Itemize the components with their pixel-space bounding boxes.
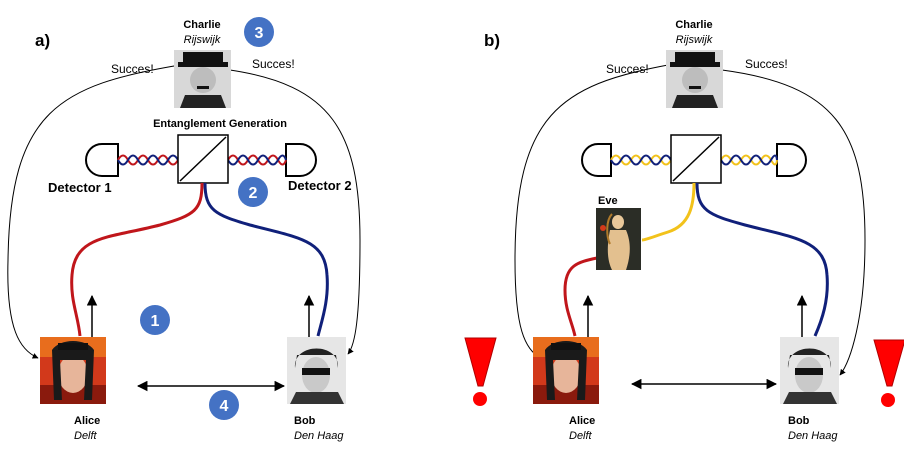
success-label-left: Succes! <box>111 62 154 76</box>
success-arrow-to-alice <box>7 64 181 359</box>
b-alice-portrait <box>533 337 599 404</box>
eve-portrait <box>596 208 641 270</box>
beam-splitter <box>177 134 229 184</box>
step-badge-3: 3 <box>244 17 274 47</box>
b-charlie-place: Rijswijk <box>676 34 713 46</box>
b-fiber-yellow-to-eve <box>641 182 696 242</box>
step-number-4: 4 <box>220 398 229 415</box>
entanglement-label: Entanglement Generation <box>153 118 287 130</box>
step-number-2: 2 <box>249 185 258 202</box>
b-success-label-right: Succes! <box>745 57 788 71</box>
panel-b: b) Succes! Succes! Charlie Rijswijk <box>464 19 904 442</box>
alice-place: Delft <box>74 430 98 442</box>
b-alice-name: Alice <box>569 415 595 427</box>
panel-a-label: a) <box>35 31 50 50</box>
step-badge-2: 2 <box>238 177 268 207</box>
panel-a: a) Succes! Succes! Charlie Rijswijk 3 En… <box>7 17 361 442</box>
b-fiber-blue-to-bob <box>695 182 829 337</box>
b-bob-name: Bob <box>788 415 810 427</box>
detector-2-label: Detector 2 <box>288 178 352 193</box>
charlie-portrait <box>174 50 231 108</box>
wave-right-blue <box>227 154 287 166</box>
success-label-right: Succes! <box>252 57 295 71</box>
charlie-name: Charlie <box>183 19 220 31</box>
b-charlie-portrait <box>666 50 723 108</box>
alice-portrait <box>40 337 106 404</box>
b-bob-portrait <box>780 337 839 404</box>
b-detector-1-shape <box>581 143 612 177</box>
b-success-label-left: Succes! <box>606 62 649 76</box>
charlie-place: Rijswijk <box>184 34 221 46</box>
fiber-blue-to-bob <box>203 182 329 337</box>
panel-b-label: b) <box>484 31 500 50</box>
b-success-arrow-to-bob <box>721 69 866 376</box>
fiber-red-to-alice <box>70 182 204 337</box>
b-charlie-name: Charlie <box>675 19 712 31</box>
detector-2-shape <box>285 143 317 177</box>
alice-name: Alice <box>74 415 100 427</box>
step-badge-1: 1 <box>140 305 170 335</box>
warning-icon-alice <box>464 337 497 406</box>
b-bob-place: Den Haag <box>788 430 838 442</box>
b-wave-right-blue <box>720 154 778 166</box>
wave-left-blue <box>117 154 179 166</box>
success-arrow-to-bob <box>229 69 361 355</box>
step-number-1: 1 <box>151 313 160 330</box>
eve-name: Eve <box>598 195 618 207</box>
detector-1-label: Detector 1 <box>48 180 112 195</box>
step-number-3: 3 <box>255 25 264 42</box>
b-fiber-red-to-alice <box>563 256 598 337</box>
bob-place: Den Haag <box>294 430 344 442</box>
b-success-arrow-to-alice <box>514 64 669 359</box>
bob-portrait <box>287 337 346 404</box>
b-alice-place: Delft <box>569 430 593 442</box>
b-wave-left-blue <box>610 154 672 166</box>
step-badge-4: 4 <box>209 390 239 420</box>
bob-name: Bob <box>294 415 316 427</box>
detector-1-shape <box>85 143 119 177</box>
warning-icon-bob <box>873 339 904 407</box>
b-beam-splitter <box>670 134 722 184</box>
b-detector-2-shape <box>776 143 807 177</box>
